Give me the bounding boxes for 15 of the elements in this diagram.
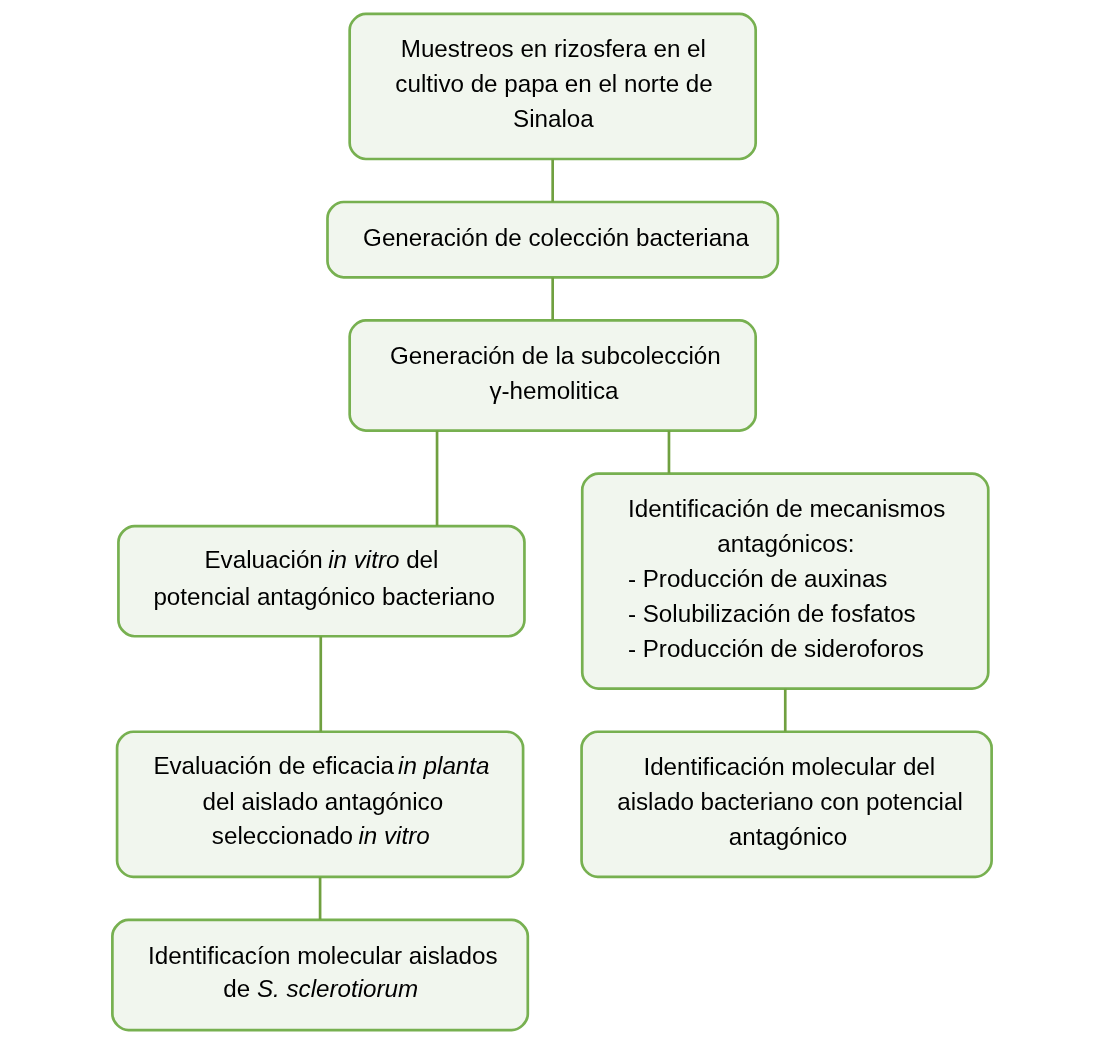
node-box: Muestreos en rizosfera en el cultivo de papa en el norte de Sinaloa (348, 12, 758, 161)
connector (318, 877, 322, 920)
node-box: Evaluación in vitro del potencial antagónico bacteriano (117, 524, 526, 638)
node-box: Identificación de mecanismos antagónicos: - Producción de auxinas - Solubilización de fosfatos - Producción de sideroforos (580, 472, 990, 691)
connector (319, 636, 323, 732)
connector (667, 430, 671, 474)
node-box: Identificacíon molecular aislados de S. sclerotiorum (111, 918, 530, 1032)
node-box: Generación de colección bacteriana (326, 200, 780, 279)
node-box: Evaluación de eficacia in planta del aislado antagónico seleccionado in vitro (115, 730, 525, 879)
node-box: Generación de la subcolección γ-hemolitica (348, 319, 758, 432)
connector (551, 159, 554, 202)
connector (551, 277, 554, 321)
connector (435, 430, 439, 526)
node-box: Identificación molecular del aislado bacteriano con potencial antagónico (580, 730, 993, 879)
connector (783, 688, 787, 732)
